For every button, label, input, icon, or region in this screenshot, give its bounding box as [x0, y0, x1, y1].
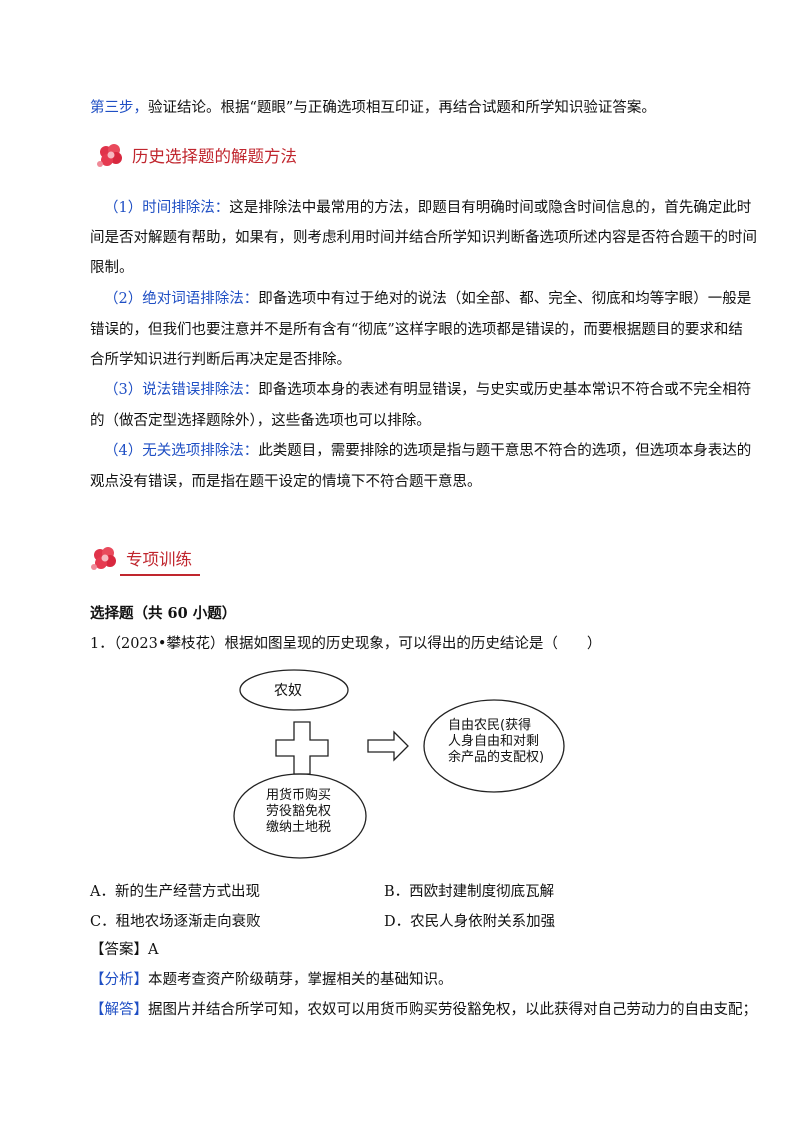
flower-icon — [97, 144, 122, 167]
diagram-line: 用货币购买 — [266, 788, 332, 803]
method-label: （4）无关选项排除法： — [104, 443, 259, 459]
question-number: 1． — [90, 636, 114, 652]
section-title: 历史选择题的解题方法 — [132, 147, 297, 166]
question-stem: 1．（2023•攀枝花）根据如图呈现的历史现象，可以得出的历史结论是（ ） — [90, 634, 730, 654]
diagram-line: 人身自由和对剩 — [448, 734, 540, 749]
option-letter: A． — [90, 884, 115, 900]
method-4-line-2: 观点没有错误，而是指在题干设定的情境下不符合题干意思。 — [90, 474, 482, 490]
flower-icon — [91, 547, 116, 570]
section-underline — [120, 574, 200, 576]
diagram-label-bottom: 用货币购买 劳役豁免权 缴纳土地税 — [266, 788, 331, 836]
method-text: 即备选项本身的表述有明显错误，与史实或历史基本常识不符合或不完全相符 — [258, 382, 752, 398]
answer-line: 【答案】A — [90, 940, 730, 960]
question-text: （2023•攀枝花）根据如图呈现的历史现象，可以得出的历史结论是（ ） — [113, 636, 602, 652]
diagram-shapes — [233, 669, 565, 859]
diagram-line: 缴纳土地税 — [266, 820, 332, 835]
option-c[interactable]: C．租地农场逐渐走向衰败 — [90, 910, 261, 931]
method-2-line-3: 合所学知识进行判断后再决定是否排除。 — [90, 352, 351, 368]
option-text: 新的生产经营方式出现 — [114, 884, 260, 900]
analysis-text: 本题考查资产阶级萌芽，掌握相关的基础知识。 — [148, 972, 453, 988]
answer-value: A — [148, 942, 159, 958]
option-text: 租地农场逐渐走向衰败 — [115, 914, 261, 930]
option-a[interactable]: A．新的生产经营方式出现 — [90, 880, 260, 901]
step3-line: 第三步，验证结论。根据“题眼”与正确选项相互印证，再结合试题和所学知识验证答案。 — [90, 98, 730, 118]
question-heading: 选择题（共 60 小题） — [90, 605, 237, 622]
option-d[interactable]: D．农民人身依附关系加强 — [384, 910, 555, 931]
method-1-line-3: 限制。 — [90, 260, 134, 276]
analysis-label: 【分析】 — [90, 972, 148, 988]
diagram-label-right: 自由农民(获得 人身自由和对剩 余产品的支配权) — [448, 718, 544, 766]
method-1-line-1: （1）时间排除法：这是排除法中最常用的方法，即题目有明确时间或隐含时间信息的，首… — [104, 198, 751, 218]
method-label: （3）说法错误排除法： — [104, 382, 259, 398]
diagram-line: 自由农民(获得 — [448, 718, 532, 733]
option-letter: D． — [384, 914, 411, 930]
step3-text: 验证结论。根据“题眼”与正确选项相互印证，再结合试题和所学知识验证答案。 — [148, 100, 656, 116]
analysis-line: 【分析】本题考查资产阶级萌芽，掌握相关的基础知识。 — [90, 970, 730, 990]
section-header-training: 专项训练 — [88, 543, 192, 573]
method-text: 此类题目，需要排除的选项是指与题干意思不符合的选项，但选项本身表达的 — [258, 443, 752, 459]
method-label: （1）时间排除法： — [104, 200, 230, 216]
option-text: 西欧封建制度彻底瓦解 — [409, 884, 555, 900]
step3-label: 第三步， — [90, 100, 148, 116]
method-2-line-1: （2）绝对词语排除法：即备选项中有过于绝对的说法（如全部、都、完全、彻底和均等字… — [104, 289, 751, 309]
method-4-line-1: （4）无关选项排除法：此类题目，需要排除的选项是指与题干意思不符合的选项，但选项… — [104, 441, 751, 461]
method-2-line-2: 错误的，但我们也要注意并不是所有含有“彻底”这样字眼的选项都是错误的，而要根据题… — [90, 322, 743, 338]
diagram-line: 余产品的支配权) — [448, 750, 545, 765]
option-letter: B． — [384, 884, 410, 900]
diagram-line: 劳役豁免权 — [266, 804, 332, 819]
answer-label: 【答案】 — [90, 942, 148, 958]
solution-label: 【解答】 — [90, 1002, 148, 1018]
solution-line: 【解答】据图片并结合所学可知，农奴可以用货币购买劳役豁免权，以此获得对自己劳动力… — [90, 1000, 757, 1020]
diagram-label-serf: 农奴 — [274, 683, 302, 699]
method-text: 这是排除法中最常用的方法，即题目有明确时间或隐含时间信息的，首先确定此时 — [229, 200, 752, 216]
method-text: 即备选项中有过于绝对的说法（如全部、都、完全、彻底和均等字眼）一般是 — [258, 291, 752, 307]
option-letter: C． — [90, 914, 116, 930]
question-diagram: 农奴 自由农民(获得 人身自由和对剩 余产品的支配权) 用货币购买 劳役豁免权 … — [228, 662, 568, 862]
option-b[interactable]: B．西欧封建制度彻底瓦解 — [384, 880, 554, 901]
method-label: （2）绝对词语排除法： — [104, 291, 259, 307]
option-text: 农民人身依附关系加强 — [410, 914, 556, 930]
method-3-line-1: （3）说法错误排除法：即备选项本身的表述有明显错误，与史实或历史基本常识不符合或… — [104, 380, 751, 400]
method-1-line-2: 间是否对解题有帮助，如果有，则考虑利用时间并结合所学知识判断备选项所述内容是否符… — [90, 230, 757, 246]
section-header-methods: 历史选择题的解题方法 — [94, 140, 297, 170]
method-3-line-2: 的（做否定型选择题除外），这些备选项也可以排除。 — [90, 413, 431, 429]
solution-text: 据图片并结合所学可知，农奴可以用货币购买劳役豁免权，以此获得对自己劳动力的自由支… — [148, 1002, 757, 1018]
section-title: 专项训练 — [126, 550, 192, 569]
